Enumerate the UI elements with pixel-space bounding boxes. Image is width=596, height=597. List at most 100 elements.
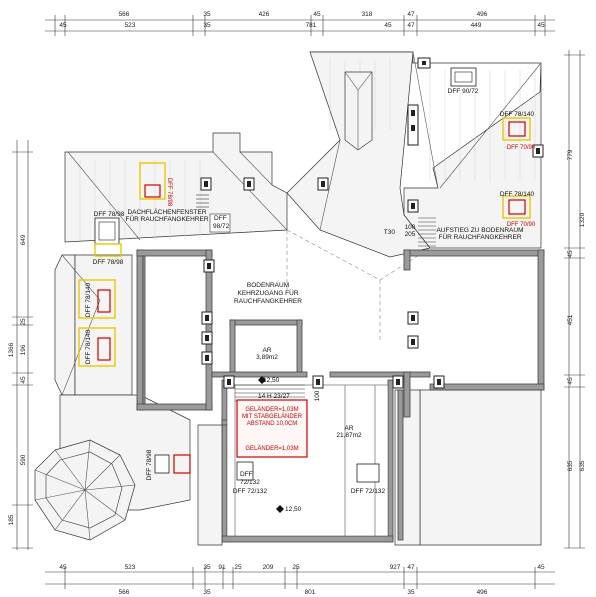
label-aufstieg-line2: FÜR RAUCHFANGKEHRER	[438, 233, 521, 241]
label-dff-72-132-a1: DFF	[240, 471, 253, 478]
label-dff-78-98-yellow: DFF 78/98	[93, 259, 124, 266]
chimney	[201, 311, 213, 325]
dim-bot2-35b: 35	[407, 589, 415, 596]
label-dff-78-98-left: DFF 78/98	[94, 211, 125, 218]
label-door-100: 100	[314, 390, 321, 401]
chimney	[243, 177, 255, 191]
roof-window	[154, 454, 170, 474]
label-dff-72-132-a2: 72/132	[240, 479, 260, 486]
dim-left-185: 185	[8, 514, 15, 525]
label-t30-width: 100	[405, 224, 416, 231]
dim-right-635b: 635	[579, 460, 586, 471]
chimney	[392, 375, 404, 389]
room-bodenraum-line2: KEHRZUGANG FÜR	[237, 289, 298, 297]
label-dff-72-132-c: DFF 72/132	[351, 488, 386, 495]
dim-top-45: 45	[313, 11, 321, 18]
railing-line3: ABSTAND 10,0CM	[247, 421, 298, 427]
room-bodenraum-name: BODENRAUM	[247, 282, 289, 289]
dim-top2-35: 35	[203, 22, 211, 29]
dim-bot-523: 523	[125, 564, 136, 571]
railing-notes: GELÄNDER=1,03M MIT STABGELÄNDER ABSTAND …	[242, 406, 303, 452]
railing-line1: GELÄNDER=1,03M	[245, 406, 298, 413]
dim-top-318: 318	[362, 11, 373, 18]
dim-top2-523: 523	[125, 22, 136, 29]
label-t30-height: 205	[405, 231, 416, 238]
dim-top2-47: 47	[407, 22, 415, 29]
dim-right-779: 779	[567, 149, 574, 160]
chimney	[407, 199, 419, 213]
dim-top2-45c: 45	[537, 22, 545, 29]
label-t30: T30	[384, 229, 396, 236]
chimney	[417, 57, 431, 69]
annotations: DACHFLÄCHENFENSTER FÜR RAUCHFANGKEHRER A…	[85, 88, 536, 513]
dim-bot2-566: 566	[119, 589, 130, 596]
dim-bot-25: 25	[234, 564, 242, 571]
label-dff-78-98-b: DFF 78/98	[146, 449, 153, 480]
dim-right-45: 45	[567, 250, 574, 258]
dim-top2-45: 45	[59, 22, 67, 29]
roof-window-yellow	[502, 117, 531, 141]
dim-top2-45b: 45	[384, 22, 392, 29]
dim-left-45: 45	[20, 376, 27, 384]
bottom-dimension-lines: 45 523 35 91 25 209 25 927 47 45 566 35 …	[45, 564, 555, 596]
dim-bot2-801: 801	[305, 589, 316, 596]
dim-left-590: 590	[20, 454, 27, 465]
roof-window	[356, 463, 380, 483]
room-labels: BODENRAUM KEHRZUGANG FÜR RAUCHFANGKEHRER…	[234, 282, 362, 439]
label-dff-70-90-b: DFF 70/90	[507, 222, 536, 228]
dim-right-45b: 45	[567, 377, 574, 385]
roof-window-yellow	[94, 243, 122, 257]
room-ar-small-name: AR	[262, 347, 271, 354]
label-dachfenster-line2: FÜR RAUCHFANGKEHRER	[125, 215, 208, 223]
label-level-1: 12,50	[263, 377, 280, 384]
chimney	[312, 375, 324, 389]
railing-line2: MIT STABGELÄNDER	[242, 413, 303, 420]
chimney	[407, 335, 419, 349]
left-dimension-lines: 649 1366 25 196 45 590 185	[8, 140, 33, 550]
right-dimension-lines: 779 1320 45 451 45 635 635	[564, 50, 586, 549]
roof-window-yellow	[139, 162, 166, 200]
label-dff-98-72-b: 98/72	[213, 223, 230, 230]
label-level-2: 12,50	[285, 506, 302, 513]
label-aufstieg-line1: AUFSTIEG ZU BODENRAUM	[436, 227, 523, 234]
chimney	[532, 144, 544, 158]
label-dff-78-140-c: DFF 78/140	[85, 282, 92, 317]
dim-top-496: 496	[477, 11, 488, 18]
dim-right-635: 635	[567, 460, 574, 471]
octagonal-tower	[34, 439, 136, 541]
dim-top-566: 566	[119, 11, 130, 18]
roof-window-yellow	[502, 195, 531, 219]
dim-left-25: 25	[20, 318, 27, 326]
dim-left-196: 196	[20, 344, 27, 355]
room-ar-large-name: AR	[344, 425, 353, 432]
label-stair: 14 H 23/27	[258, 393, 290, 400]
chimney	[407, 104, 419, 146]
chimney	[201, 351, 213, 365]
chimney	[407, 311, 419, 325]
stair	[196, 194, 436, 402]
roof-window-yellow	[78, 327, 116, 367]
chimney	[200, 177, 212, 191]
dim-bot-91: 91	[218, 564, 226, 571]
roof-window-yellow	[78, 279, 116, 319]
dim-bot-45b: 45	[537, 564, 545, 571]
dim-bot2-35: 35	[203, 589, 211, 596]
dim-right-1320: 1320	[579, 212, 586, 227]
label-dff-78-98-red: DFF 78/98	[166, 178, 172, 207]
level-marker	[258, 376, 266, 384]
level-marker	[276, 505, 284, 513]
chimney	[433, 375, 445, 389]
dim-bot-35: 35	[203, 564, 211, 571]
dim-top-35: 35	[203, 11, 211, 18]
dim-right-451: 451	[567, 314, 574, 325]
railing-line4: GELÄNDER=1,03M	[245, 445, 298, 452]
label-dff-70-90-a: DFF 70/90	[507, 145, 536, 151]
label-dachfenster-line1: DACHFLÄCHENFENSTER	[127, 208, 206, 216]
label-dff-78-140-b: DFF 78/140	[500, 191, 535, 198]
chimneys	[200, 57, 544, 389]
dim-bot-25b: 25	[292, 564, 300, 571]
label-dff-78-140-d: DFF 78/140	[85, 329, 92, 364]
dim-bot-209: 209	[263, 564, 274, 571]
roof-windows	[78, 67, 531, 483]
